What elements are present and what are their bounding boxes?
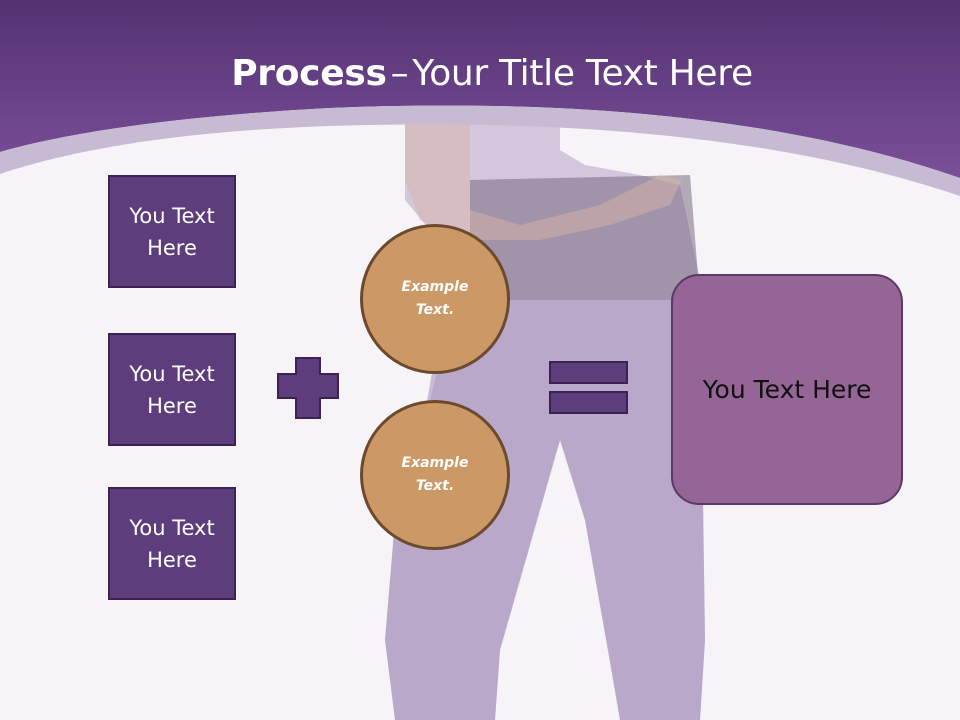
- example-circle-2[interactable]: Example Text.: [360, 400, 510, 550]
- title-text: Your Title Text Here: [412, 53, 753, 94]
- circle-label: Example Text.: [401, 455, 469, 494]
- result-label: You Text Here: [702, 375, 872, 404]
- input-box-label: You Text Here: [129, 203, 215, 260]
- example-circle-1[interactable]: Example Text.: [360, 224, 510, 374]
- circle-label: Example Text.: [401, 279, 469, 318]
- page-title: Process–Your Title Text Here: [0, 48, 960, 100]
- input-box-2[interactable]: You Text Here: [108, 333, 236, 446]
- input-box-1[interactable]: You Text Here: [108, 175, 236, 288]
- input-box-3[interactable]: You Text Here: [108, 487, 236, 600]
- input-box-label: You Text Here: [129, 515, 215, 572]
- result-box[interactable]: You Text Here: [671, 274, 903, 505]
- header-band: [0, 0, 960, 178]
- input-box-label: You Text Here: [129, 361, 215, 418]
- plus-icon: [277, 357, 339, 419]
- equals-icon: [549, 361, 628, 414]
- title-bold: Process: [231, 53, 387, 94]
- title-separator: –: [390, 53, 409, 94]
- header-swoosh: [0, 105, 960, 196]
